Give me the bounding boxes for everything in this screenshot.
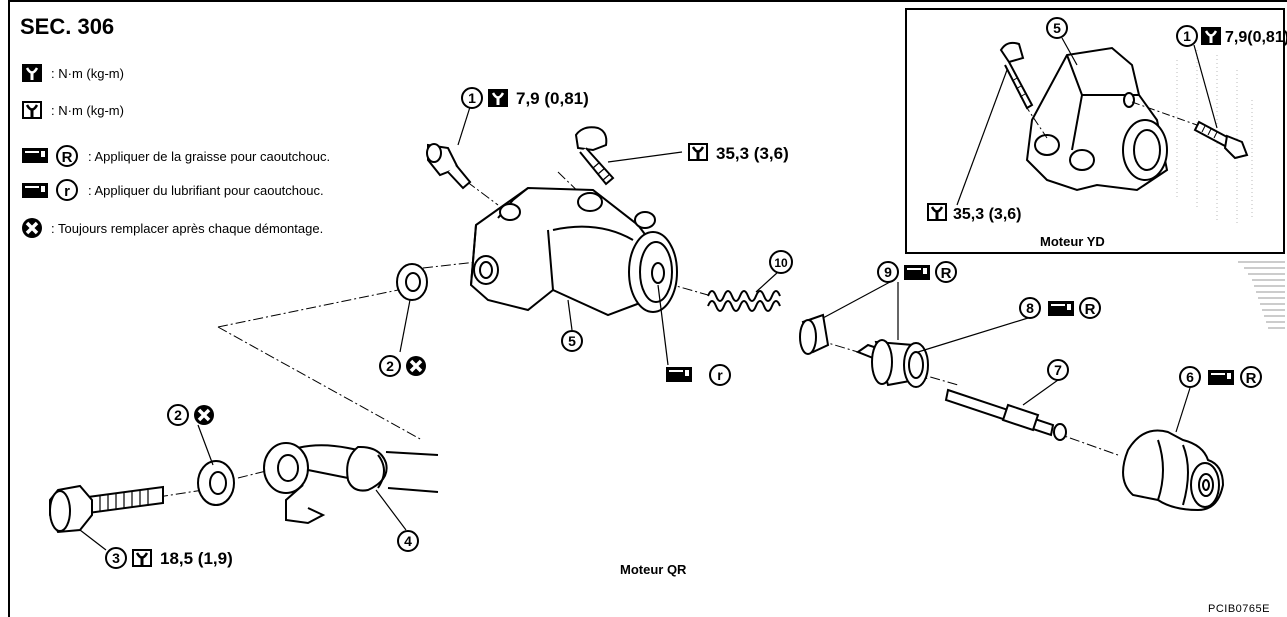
copper-washer-lower — [197, 460, 235, 506]
callout-3: 3 — [112, 550, 120, 566]
torque-wrench-icon-1 — [486, 87, 510, 109]
replace-x-icon-upper — [404, 354, 428, 378]
leader-lines — [79, 106, 1191, 551]
reference-code: PCIB0765E — [1208, 603, 1270, 615]
piston — [855, 339, 929, 388]
clutch-hose — [263, 442, 439, 525]
dust-boot — [1122, 429, 1225, 512]
legend-text-torque: : N·m (kg-m) — [51, 66, 124, 81]
inset-torque-wrench-open-icon — [926, 202, 948, 222]
legend-text-replace: : Toujours remplacer après chaque démont… — [51, 221, 324, 236]
grease-gun-icon — [22, 148, 48, 163]
callout-circles — [105, 87, 1201, 569]
inset-callout-5: 5 — [1053, 20, 1061, 36]
top-border — [8, 0, 1287, 2]
callout-6-symbol: R — [1246, 370, 1257, 387]
push-rod — [944, 388, 1067, 441]
operating-cylinder-body — [469, 186, 678, 317]
grease-gun-icon-2 — [22, 183, 48, 198]
callout-2-upper: 2 — [386, 358, 394, 374]
inset-panel-yd: 5 1 7,9(0,81) 35,3 (3,6) Moteur YD — [905, 8, 1287, 254]
callout-7: 7 — [1054, 362, 1062, 378]
callout-8: 8 — [1026, 300, 1034, 316]
left-border — [8, 0, 10, 617]
callout-2-lower: 2 — [174, 407, 182, 423]
grease-gun-icon-6 — [1208, 370, 1234, 385]
rubber-grease-circles — [935, 261, 1262, 388]
torque-wrench-open-icon — [21, 100, 43, 120]
section-title: SEC. 306 — [20, 14, 115, 39]
replace-x-icon-lower — [192, 403, 216, 427]
piston-cup — [799, 313, 830, 355]
diagram-frame: SEC. 306 — [8, 0, 1287, 617]
torque-label-1: 7,9 (0,81) — [516, 89, 589, 108]
bleeder-screw — [426, 143, 472, 190]
callout-4: 4 — [404, 533, 412, 549]
rubber-grease-symbol: R — [56, 145, 78, 167]
rubber-lubricant-symbol: r — [56, 179, 78, 201]
inset-callout-1-circle — [1176, 25, 1198, 47]
replace-x-icon — [20, 216, 44, 240]
grease-gun-icon-r — [666, 367, 692, 382]
inset-callout-1: 1 — [1183, 28, 1191, 44]
torque-wrench-open-icon-3 — [131, 548, 153, 568]
diagram-drawing: R r — [20, 62, 1285, 577]
return-spring — [707, 290, 781, 312]
grease-gun-icon-8 — [1048, 301, 1074, 316]
torque-wrench-icon — [20, 62, 44, 84]
mounting-bolt — [574, 126, 615, 186]
inset-drawing: 5 1 7,9(0,81) 35,3 (3,6) Moteur YD — [926, 17, 1287, 249]
symbol-r-lower: r — [64, 183, 70, 200]
callout-8-symbol: R — [1085, 301, 1096, 318]
copper-washer-upper — [396, 263, 428, 301]
callout-9: 9 — [884, 264, 892, 280]
callout-9-symbol: R — [941, 265, 952, 282]
inset-bleeder — [1193, 120, 1249, 160]
main-caption: Moteur QR — [620, 562, 687, 577]
callout-6: 6 — [1186, 369, 1194, 385]
callout-r-symbol: r — [717, 367, 723, 383]
grease-gun-icon-9 — [904, 265, 930, 280]
inset-torque-wrench-icon — [1199, 25, 1223, 47]
legend-text-lubricant: : Appliquer du lubrifiant pour caoutchou… — [88, 183, 324, 198]
inset-cylinder-body — [1025, 46, 1169, 192]
inset-callout-5-circle — [1046, 17, 1068, 39]
inset-torque-bolt: 35,3 (3,6) — [953, 206, 1021, 223]
callout-10: 10 — [774, 256, 788, 270]
callout-5: 5 — [568, 333, 576, 349]
margin-hatching — [1238, 261, 1285, 329]
torque-label-bolt: 35,3 (3,6) — [716, 144, 789, 163]
callout-1: 1 — [468, 90, 476, 106]
legend-text-grease: : Appliquer de la graisse pour caoutchou… — [88, 149, 331, 164]
symbol-r-upper: R — [62, 149, 73, 166]
inset-bolt — [999, 41, 1034, 110]
inset-caption: Moteur YD — [1040, 234, 1105, 249]
legend-text-torque-open: : N·m (kg-m) — [51, 103, 124, 118]
torque-label-3: 18,5 (1,9) — [160, 549, 233, 568]
torque-wrench-open-icon-bolt — [687, 142, 709, 162]
union-bolt — [49, 484, 164, 534]
inset-torque-top: 7,9(0,81) — [1225, 29, 1287, 46]
